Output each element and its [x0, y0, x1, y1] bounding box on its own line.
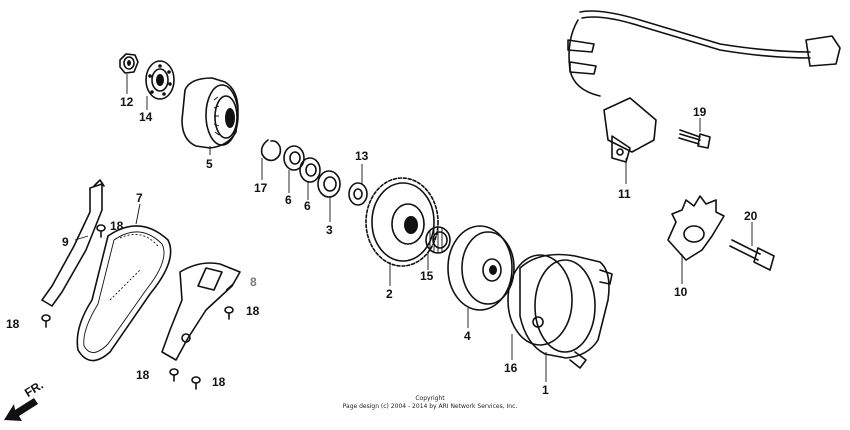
part-18-bolt-b[interactable]	[41, 314, 51, 328]
callout-7: 7	[136, 191, 143, 205]
part-19-bolt[interactable]	[678, 129, 711, 149]
callout-15: 15	[420, 269, 434, 283]
part-5-clutch-drum[interactable]	[181, 77, 239, 149]
callout-19: 19	[693, 105, 707, 119]
part-12-nut[interactable]	[119, 53, 139, 74]
part-8-tensioner[interactable]	[161, 262, 241, 361]
part-10-reluctor[interactable]	[667, 195, 725, 261]
part-16-o-ring[interactable]	[507, 254, 573, 346]
part-7-chain[interactable]	[76, 225, 172, 362]
callout-18c: 18	[246, 304, 260, 318]
part-13-thin-washer[interactable]	[348, 182, 368, 206]
part-1-cover[interactable]	[519, 253, 613, 369]
part-9-chain-guide[interactable]	[41, 179, 105, 307]
callout-13: 13	[355, 149, 369, 163]
part-18-bolt-a[interactable]	[96, 224, 106, 238]
callout-3: 3	[326, 223, 333, 237]
part-2-driven-gear[interactable]	[365, 177, 439, 267]
callout-16: 16	[504, 361, 518, 375]
copyright-line-1: Copyright	[415, 395, 445, 402]
part-11-pulse-generator[interactable]	[567, 10, 841, 163]
callout-18b: 18	[6, 317, 20, 331]
callout-10: 10	[674, 285, 688, 299]
callout-1: 1	[542, 383, 549, 397]
callout-14: 14	[139, 110, 153, 124]
callout-18d: 18	[136, 368, 150, 382]
part-14-bearing[interactable]	[145, 60, 175, 100]
part-6-washer-b[interactable]	[299, 157, 321, 183]
callout-4: 4	[464, 329, 471, 343]
part-4-flywheel[interactable]	[447, 225, 515, 311]
part-20-bolt[interactable]	[729, 239, 775, 271]
callout-17: 17	[254, 181, 268, 195]
callout-18a: 18	[110, 219, 124, 233]
part-18-bolt-c[interactable]	[224, 306, 234, 320]
front-direction-arrow	[4, 398, 38, 421]
callout-5: 5	[206, 157, 213, 171]
callout-18e: 18	[212, 375, 226, 389]
part-17-circlip[interactable]	[260, 139, 282, 162]
callout-6b: 6	[304, 199, 311, 213]
callout-12: 12	[120, 95, 134, 109]
part-3-washer[interactable]	[317, 170, 341, 198]
leader-lines	[74, 74, 753, 382]
callout-8: 8	[250, 275, 257, 289]
part-18-bolt-d[interactable]	[169, 368, 179, 382]
copyright-line-2: Page design (c) 2004 - 2014 by ARI Netwo…	[342, 403, 518, 410]
callout-11: 11	[618, 187, 631, 201]
part-18-bolt-e[interactable]	[191, 376, 201, 390]
callout-9: 9	[62, 235, 69, 249]
part-6-washer-a[interactable]	[283, 145, 305, 171]
callout-2: 2	[386, 287, 393, 301]
callout-6a: 6	[285, 193, 292, 207]
callout-20: 20	[744, 209, 758, 223]
part-15-needle-bearing[interactable]	[425, 226, 451, 254]
